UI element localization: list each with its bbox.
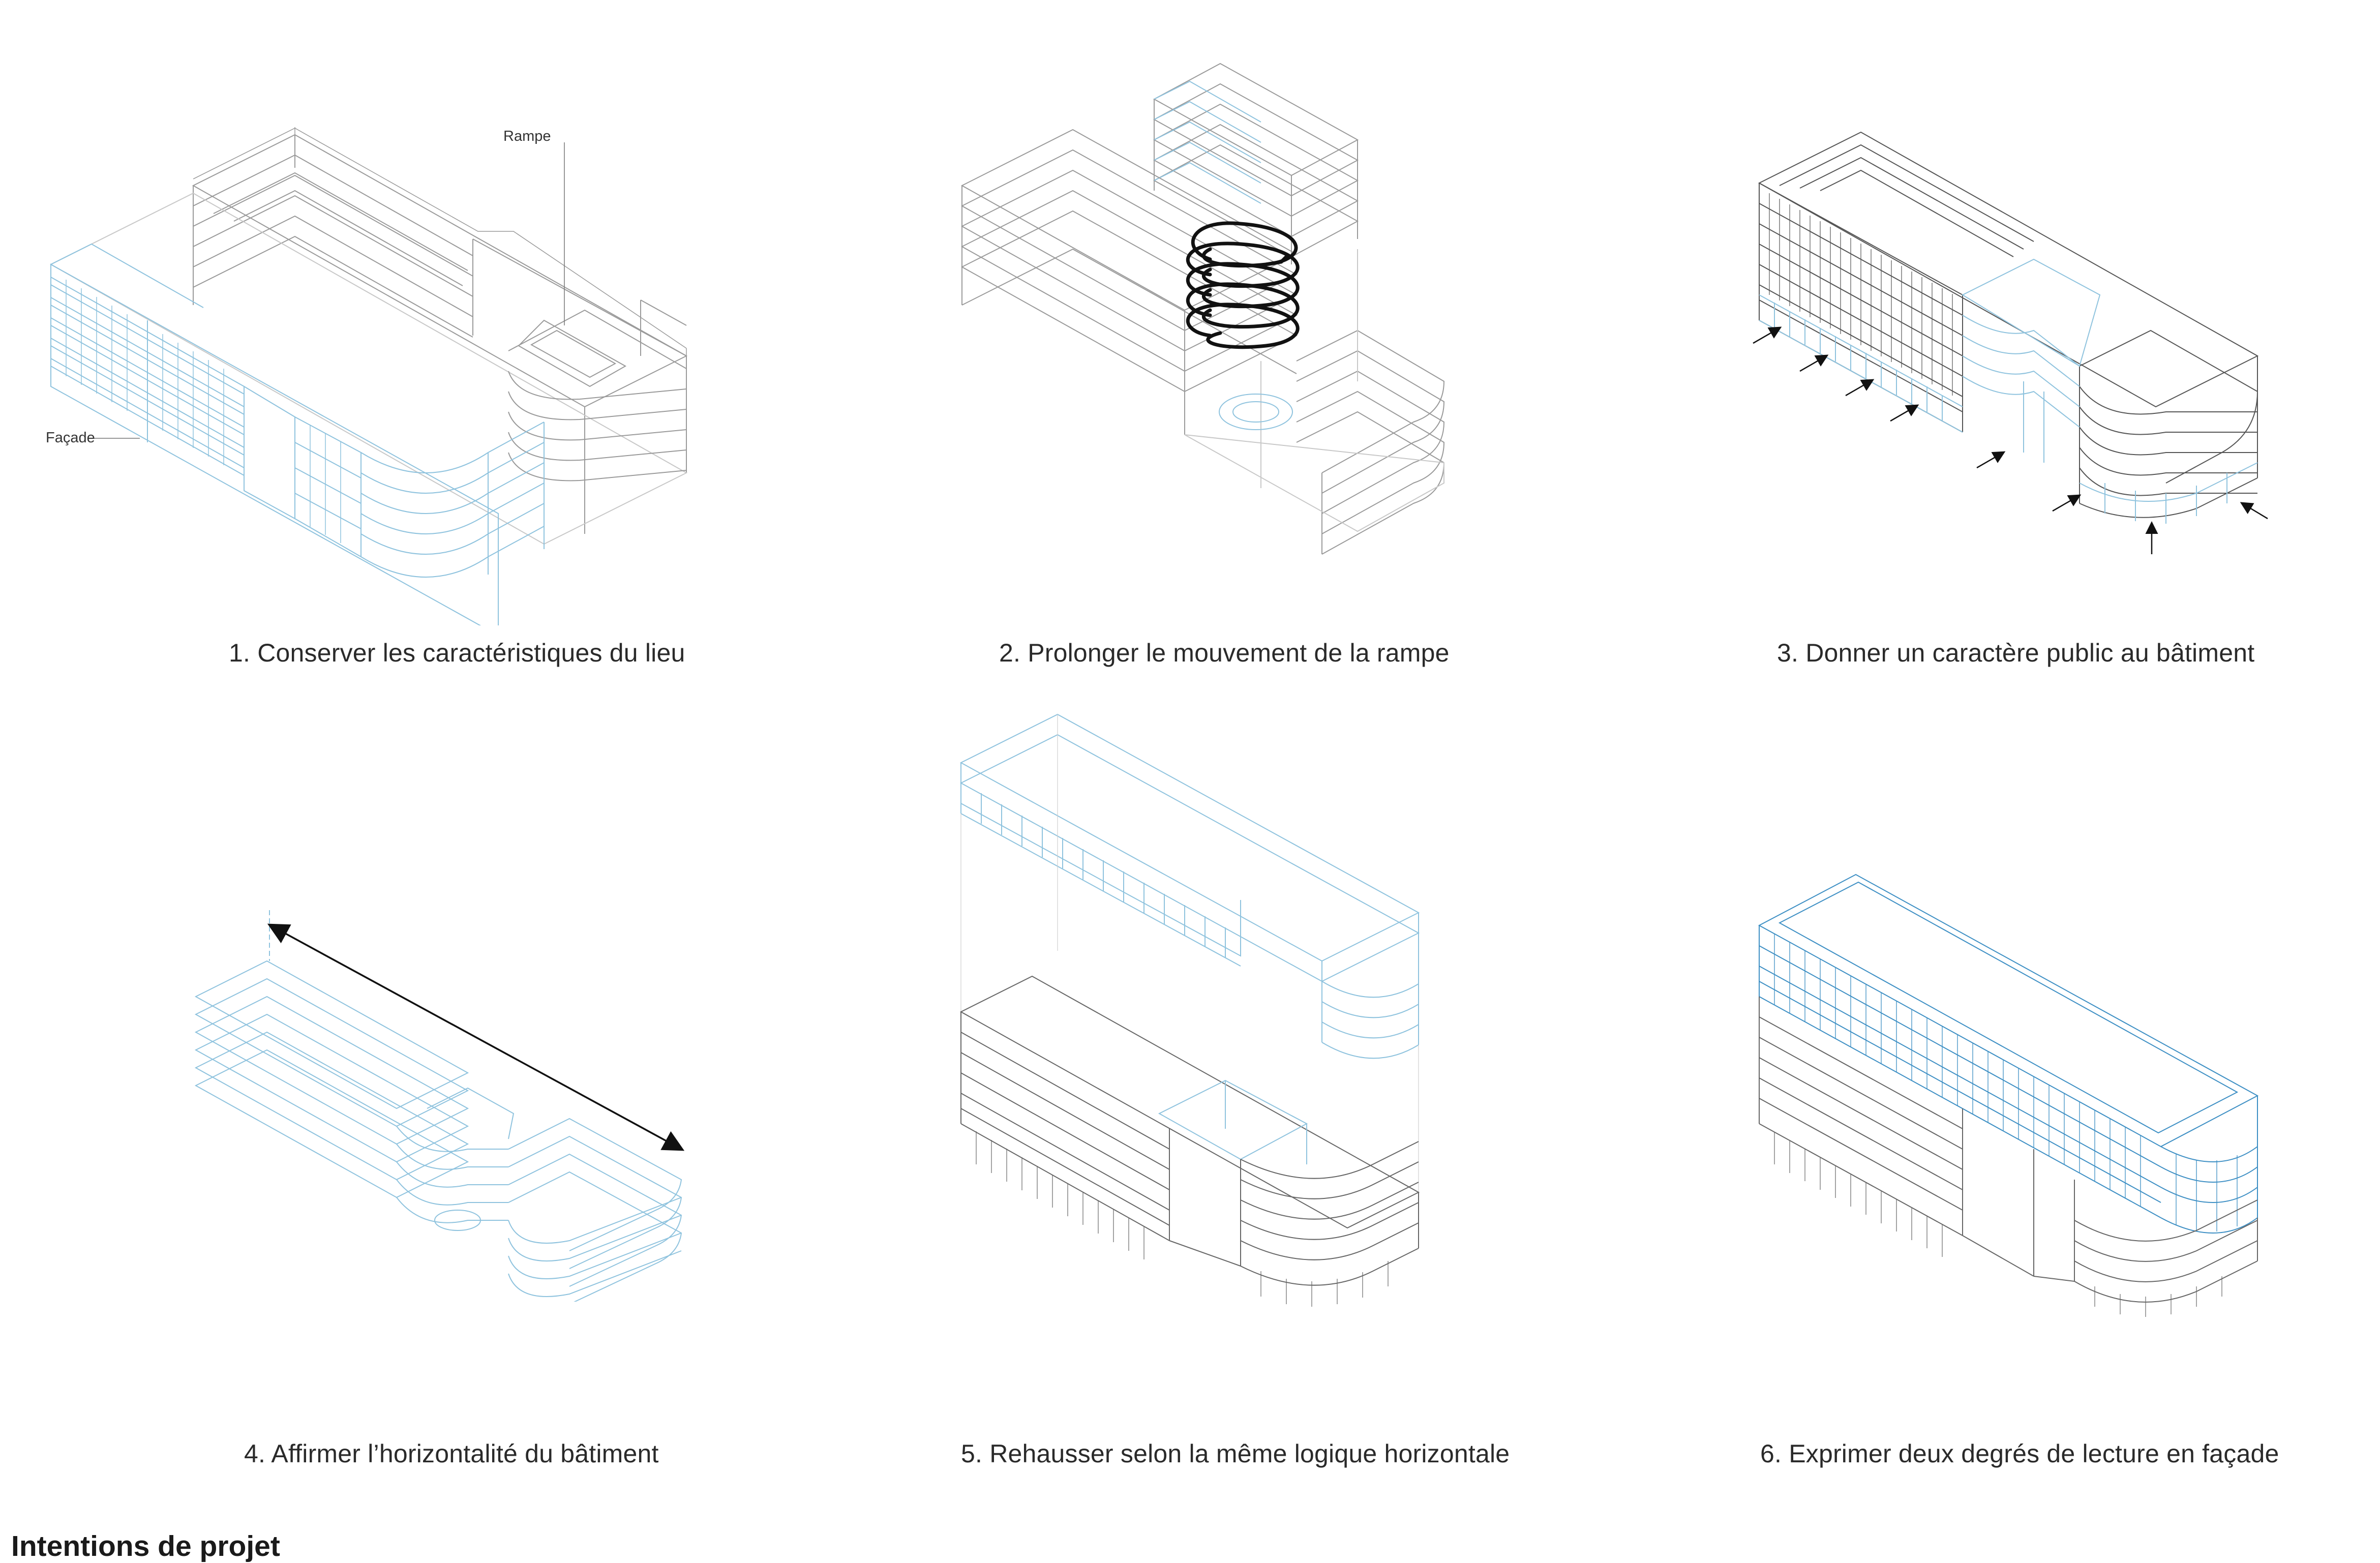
panel-5	[956, 707, 1474, 1317]
diagram-5-raise-horizontal	[956, 707, 1474, 1317]
caption-1: 1. Conserver les caractéristiques du lie…	[229, 639, 685, 667]
diagram-2-ramp-movement	[956, 56, 1474, 564]
caption-6: 6. Exprimer deux degrés de lecture en fa…	[1760, 1439, 2279, 1468]
label-facade: Façade	[46, 430, 95, 446]
caption-5: 5. Rehausser selon la même logique horiz…	[961, 1439, 1510, 1468]
caption-2: 2. Prolonger le mouvement de la rampe	[999, 639, 1450, 667]
panel-3	[1749, 127, 2308, 575]
label-rampe: Rampe	[503, 128, 551, 144]
diagram-6-facade-reading	[1749, 864, 2308, 1322]
panel-4	[183, 895, 702, 1302]
page-title: Intentions de projet	[11, 1530, 280, 1562]
caption-3: 3. Donner un caractère public au bâtimen…	[1777, 639, 2255, 667]
diagram-1-preserve-site	[31, 117, 742, 625]
caption-4: 4. Affirmer l’horizontalité du bâtiment	[244, 1439, 659, 1468]
diagram-4-horizontality	[183, 895, 685, 1302]
panel-2	[956, 56, 1474, 564]
panel-6	[1749, 864, 2308, 1322]
panel-1: Rampe Façade	[31, 117, 742, 625]
diagram-3-public-character	[1749, 127, 2308, 575]
